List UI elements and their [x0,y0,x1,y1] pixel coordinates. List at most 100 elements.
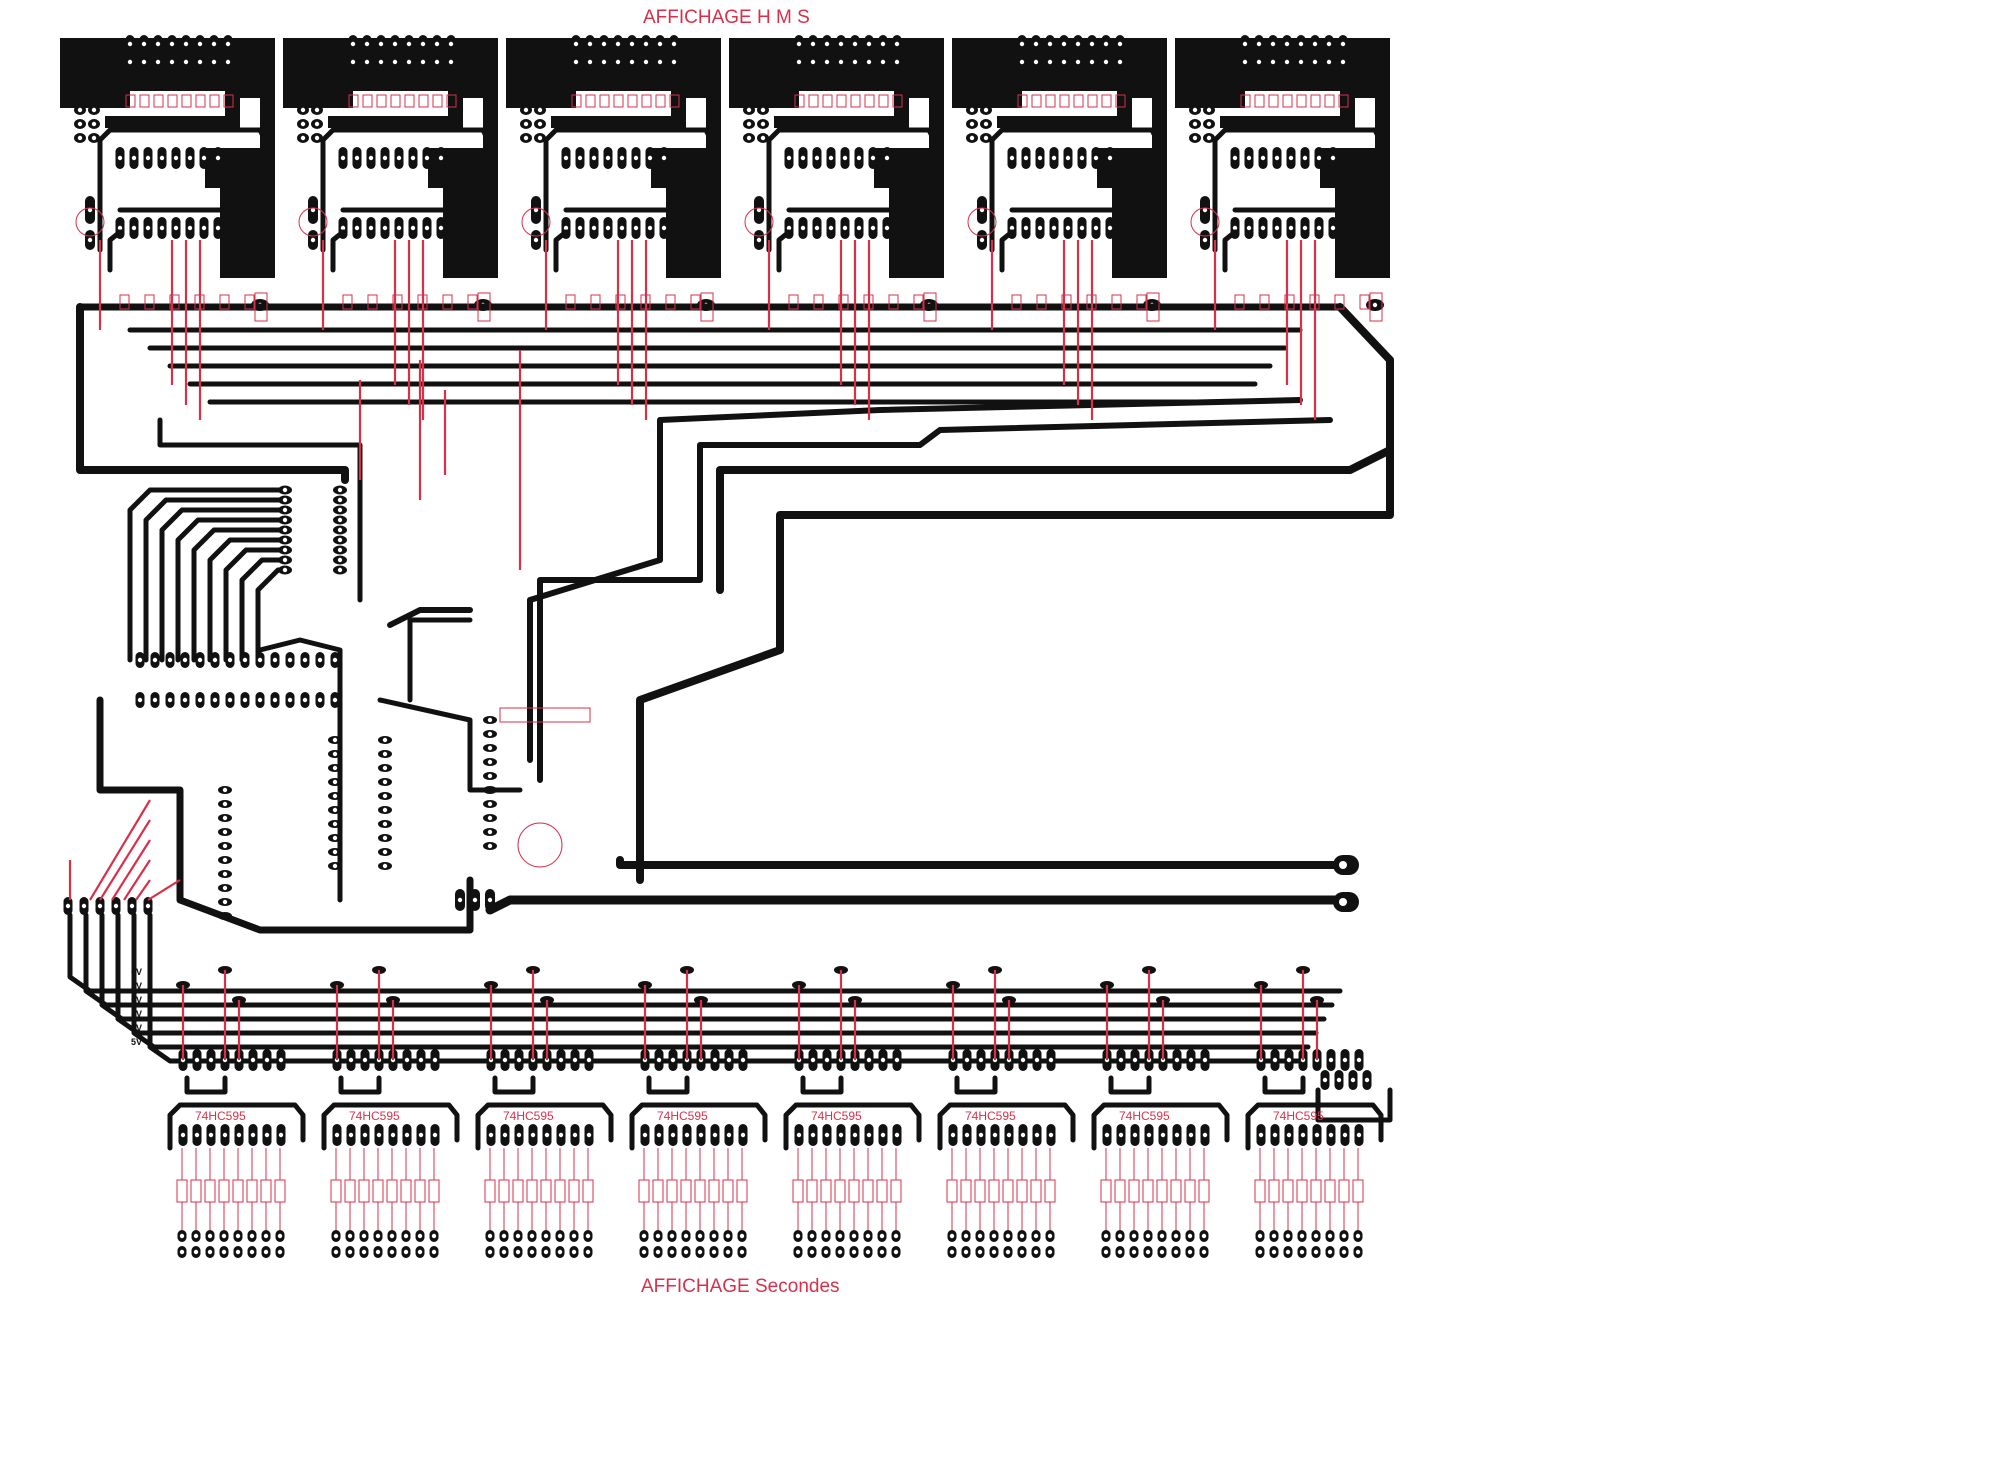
resistor-outline [788,294,799,310]
drill-hole [332,807,338,813]
copper-trace [257,637,343,903]
resistor-outline [615,294,626,310]
drill-hole [1316,155,1322,161]
drill-hole [670,1057,676,1063]
resistor-outline [144,294,155,310]
resistor-outline [432,94,443,108]
drill-hole [563,225,569,231]
copper-trace [115,912,1319,1036]
drill-hole [300,107,306,113]
resistor-outline [834,1179,846,1203]
resistor-outline [223,94,234,108]
drill-hole [523,121,529,127]
labels-layer: AFFICHAGE H M S AFFICHAGE Secondes 0V5V0… [131,7,1324,1297]
copper-trace [157,417,363,603]
drill-hole [1271,1233,1277,1239]
drill-hole [222,829,228,835]
drill-hole [842,155,848,161]
drill-hole [302,657,308,663]
resistor-outline [274,1179,286,1203]
ground-pour [952,38,1022,108]
drill-hole [795,1233,801,1239]
drill-hole [842,225,848,231]
drill-hole [1372,302,1378,308]
drill-hole [852,41,858,47]
ground-pour [506,38,576,108]
drill-hole [1033,41,1039,47]
drill-hole [431,1249,437,1255]
drill-hole [197,697,203,703]
drill-hole [1339,898,1347,906]
drill-hole [726,1057,732,1063]
drill-hole [361,1249,367,1255]
resistor-outline [655,94,666,108]
drill-hole [487,1249,493,1255]
copper-trace [1262,1075,1306,1095]
resistor-outline [1284,294,1295,310]
copper-trace [207,537,288,663]
drill-hole [1328,1132,1334,1138]
drill-hole [712,1057,718,1063]
capacitor-outline [923,292,937,322]
drill-hole [1302,155,1308,161]
drill-hole [1286,1057,1292,1063]
drill-hole [382,835,388,841]
drill-hole [756,207,762,213]
drill-hole [417,1233,423,1239]
drill-hole [1246,225,1252,231]
drill-hole [977,1249,983,1255]
drill-hole [1327,1249,1333,1255]
drill-hole [97,903,103,909]
drill-hole [1274,155,1280,161]
drill-hole [978,1132,984,1138]
resistor-outline [669,94,680,108]
drill-hole [824,59,830,65]
drill-hole [249,1233,255,1239]
resistor-outline [848,1179,860,1203]
jumper-wire [123,859,151,901]
drill-hole [348,1057,354,1063]
copper-trace [616,856,1354,869]
drill-hole [1336,1077,1342,1083]
drill-hole [337,497,343,503]
resistor-outline [1036,294,1047,310]
resistor-outline [836,94,847,108]
resistor-outline [585,94,596,108]
drill-hole [272,697,278,703]
drill-hole [389,1233,395,1239]
drill-hole [249,1249,255,1255]
drill-hole [1034,1132,1040,1138]
drill-hole [1132,1132,1138,1138]
drill-hole [711,1249,717,1255]
drill-hole [1047,1233,1053,1239]
resistor-outline [209,94,220,108]
drill-hole [287,657,293,663]
drill-hole [1242,59,1248,65]
drill-hole [487,829,493,835]
drill-hole [963,1233,969,1239]
drill-hole [194,1057,200,1063]
drill-hole [810,1132,816,1138]
drill-hole [661,155,667,161]
drill-hole [65,903,71,909]
drill-hole [81,903,87,909]
drill-hole [438,225,444,231]
drill-hole [978,1057,984,1063]
drill-hole [404,1057,410,1063]
drill-hole [1174,1057,1180,1063]
drill-hole [823,1233,829,1239]
drill-hole [179,1233,185,1239]
drill-hole [235,1249,241,1255]
copper-trace [1222,229,1238,273]
drill-hole [557,1233,563,1239]
resistor-outline [1359,294,1370,310]
copper-trace [766,127,937,253]
title-bottom: AFFICHAGE Secondes [641,1276,840,1297]
drill-hole [392,59,398,65]
drill-hole [487,745,493,751]
drill-hole [1188,1057,1194,1063]
drill-hole [173,225,179,231]
drill-hole [91,121,97,127]
drill-hole [434,41,440,47]
drill-hole [1079,155,1085,161]
